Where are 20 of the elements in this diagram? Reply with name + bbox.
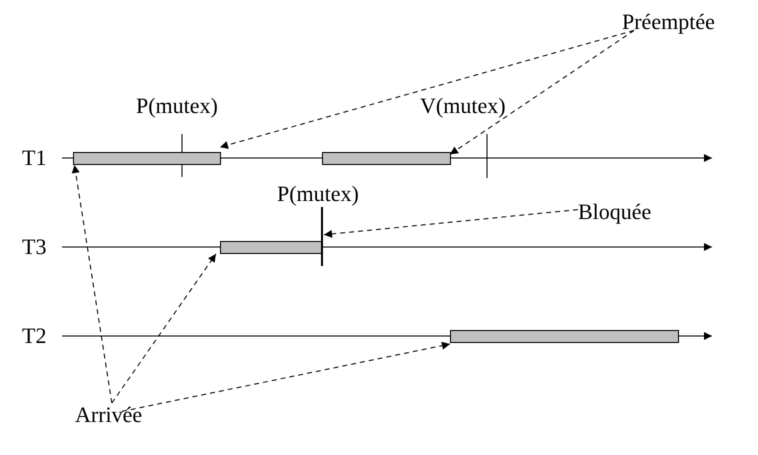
operation-label: V(mutex)	[420, 94, 506, 118]
dashed-arrow	[220, 30, 635, 149]
dashed-arrow	[121, 342, 450, 412]
annotation-text: Bloquée	[578, 200, 652, 224]
dashed-arrow	[450, 30, 635, 155]
operation-label: P(mutex)	[136, 94, 218, 118]
operation-label: P(mutex)	[277, 182, 359, 206]
activity-bar	[73, 152, 221, 165]
activity-bar	[220, 241, 323, 254]
dashed-arrow	[111, 253, 216, 404]
activity-bar	[322, 152, 451, 165]
dashed-arrow	[324, 209, 578, 238]
tick-mark	[321, 207, 323, 266]
task-label: T3	[22, 235, 46, 259]
annotation-text: Arrivée	[75, 403, 142, 427]
activity-bar	[450, 330, 679, 343]
dashed-arrow	[72, 164, 112, 404]
task-label: T2	[22, 324, 46, 348]
task-label: T1	[22, 146, 46, 170]
annotation-text: Préemptée	[622, 10, 715, 34]
